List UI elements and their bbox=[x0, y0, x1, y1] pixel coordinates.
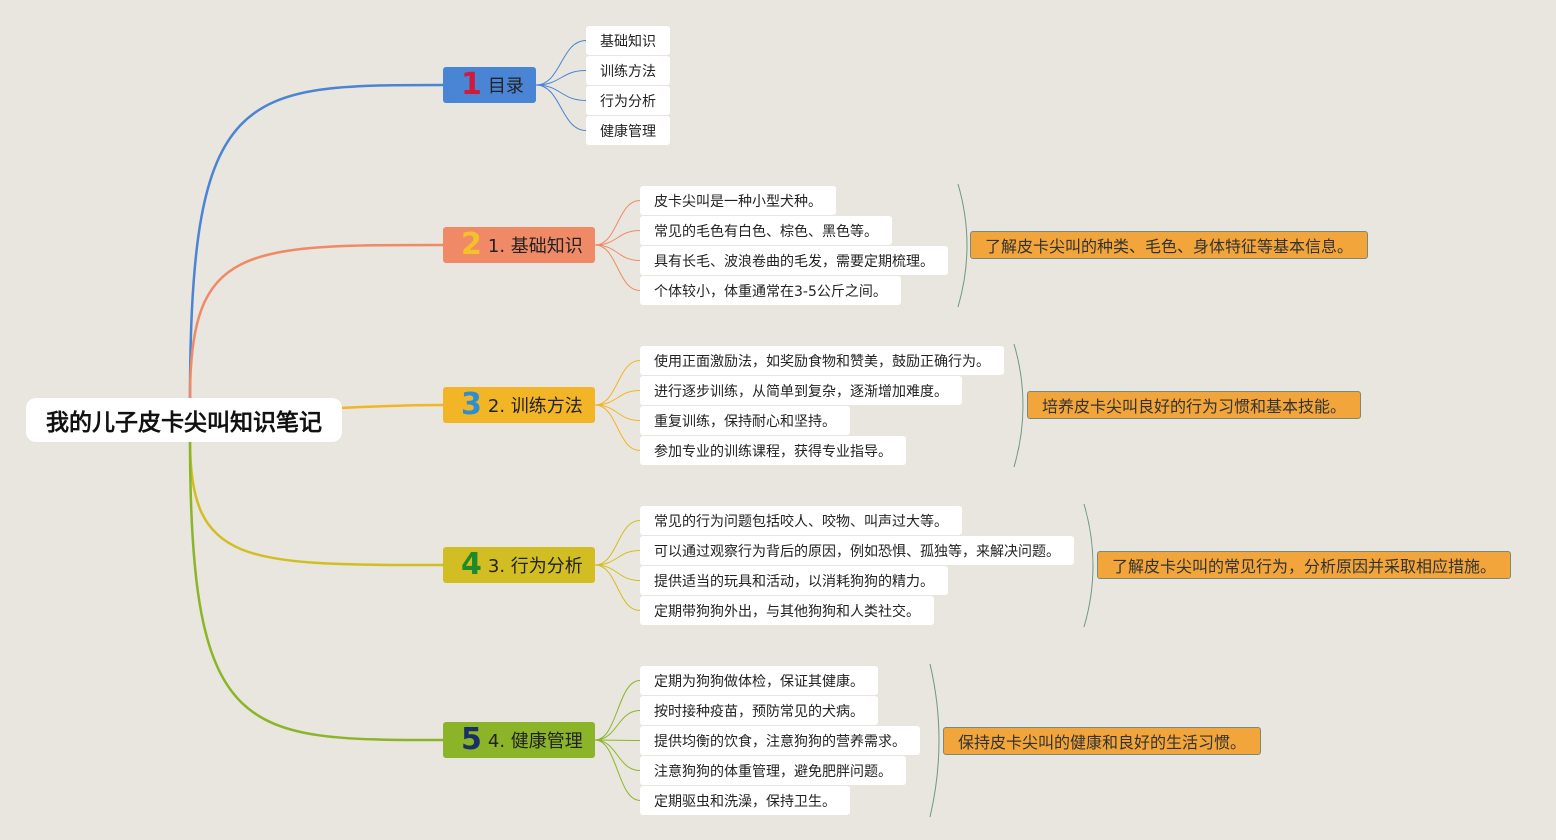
number-badge-icon: 4 bbox=[461, 547, 482, 582]
connector-line bbox=[535, 84, 587, 131]
summary-topic[interactable]: 保持皮卡尖叫的健康和良好的生活习惯。 bbox=[943, 727, 1262, 755]
connector-line bbox=[594, 680, 641, 741]
leaf-label: 具有长毛、波浪卷曲的毛发，需要定期梳理。 bbox=[654, 253, 934, 270]
connector-line bbox=[594, 520, 641, 566]
leaf-topic[interactable]: 具有长毛、波浪卷曲的毛发，需要定期梳理。 bbox=[640, 246, 948, 275]
number-badge-icon: 2 bbox=[461, 227, 482, 262]
connector-line bbox=[535, 40, 587, 86]
leaf-label: 可以通过观察行为背后的原因，例如恐惧、孤独等，来解决问题。 bbox=[654, 543, 1060, 560]
branch-label: 目录 bbox=[487, 76, 524, 97]
connector-line bbox=[594, 739, 641, 741]
connector-line bbox=[594, 710, 641, 741]
leaf-topic[interactable]: 常见的行为问题包括咬人、咬物、叫声过大等。 bbox=[640, 506, 962, 535]
connector-line bbox=[535, 84, 587, 101]
connector-line bbox=[594, 550, 641, 566]
connector-line bbox=[594, 360, 641, 406]
connector-line bbox=[594, 739, 641, 801]
connector-line bbox=[594, 390, 641, 406]
connector-line bbox=[1083, 503, 1094, 628]
leaf-topic[interactable]: 训练方法 bbox=[586, 56, 670, 85]
leaf-topic[interactable]: 使用正面激励法，如奖励食物和赞美，鼓励正确行为。 bbox=[640, 346, 1004, 375]
summary-label: 培养皮卡尖叫良好的行为习惯和基本技能。 bbox=[1042, 397, 1347, 416]
branch-topic-behavior[interactable]: 4 3. 行为分析 bbox=[443, 547, 595, 583]
number-badge-icon: 5 bbox=[461, 722, 482, 757]
leaf-label: 提供适当的玩具和活动，以消耗狗狗的精力。 bbox=[654, 573, 934, 590]
leaf-topic[interactable]: 基础知识 bbox=[586, 26, 670, 55]
connector-line bbox=[594, 564, 641, 611]
leaf-label: 使用正面激励法，如奖励食物和赞美，鼓励正确行为。 bbox=[654, 353, 990, 370]
leaf-topic[interactable]: 皮卡尖叫是一种小型犬种。 bbox=[640, 186, 836, 215]
leaf-topic[interactable]: 参加专业的训练课程，获得专业指导。 bbox=[640, 436, 906, 465]
summary-topic[interactable]: 了解皮卡尖叫的种类、毛色、身体特征等基本信息。 bbox=[970, 231, 1369, 259]
leaf-label: 皮卡尖叫是一种小型犬种。 bbox=[654, 193, 822, 210]
leaf-topic[interactable]: 按时接种疫苗，预防常见的犬病。 bbox=[640, 696, 878, 725]
leaf-label: 进行逐步训练，从简单到复杂，逐渐增加难度。 bbox=[654, 383, 948, 400]
number-badge-icon: 3 bbox=[461, 387, 482, 422]
root-topic[interactable]: 我的儿子皮卡尖叫知识笔记 bbox=[26, 398, 342, 442]
leaf-label: 参加专业的训练课程，获得专业指导。 bbox=[654, 443, 892, 460]
branch-topic-health[interactable]: 5 4. 健康管理 bbox=[443, 722, 595, 758]
connector-line bbox=[594, 244, 641, 261]
branch-topic-basics[interactable]: 2 1. 基础知识 bbox=[443, 227, 595, 263]
summary-topic[interactable]: 了解皮卡尖叫的常见行为，分析原因并采取相应措施。 bbox=[1097, 551, 1512, 579]
connector-line bbox=[594, 230, 641, 246]
leaf-topic[interactable]: 提供均衡的饮食，注意狗狗的营养需求。 bbox=[640, 726, 920, 755]
connector-line bbox=[339, 403, 444, 410]
branch-topic-training[interactable]: 3 2. 训练方法 bbox=[443, 387, 595, 423]
number-badge-icon: 1 bbox=[461, 67, 482, 102]
leaf-topic[interactable]: 可以通过观察行为背后的原因，例如恐惧、孤独等，来解决问题。 bbox=[640, 536, 1074, 565]
connector-line bbox=[535, 70, 587, 86]
leaf-label: 健康管理 bbox=[600, 123, 656, 140]
leaf-topic[interactable]: 进行逐步训练，从简单到复杂，逐渐增加难度。 bbox=[640, 376, 962, 405]
leaf-label: 常见的行为问题包括咬人、咬物、叫声过大等。 bbox=[654, 513, 948, 530]
leaf-topic[interactable]: 注意狗狗的体重管理，避免肥胖问题。 bbox=[640, 756, 906, 785]
leaf-topic[interactable]: 健康管理 bbox=[586, 116, 670, 145]
leaf-label: 训练方法 bbox=[600, 63, 656, 80]
summary-label: 了解皮卡尖叫的种类、毛色、身体特征等基本信息。 bbox=[985, 237, 1354, 256]
leaf-label: 提供均衡的饮食，注意狗狗的营养需求。 bbox=[654, 733, 906, 750]
connector-line bbox=[188, 83, 444, 399]
connector-line bbox=[929, 663, 940, 818]
leaf-label: 定期带狗狗外出，与其他狗狗和人类社交。 bbox=[654, 603, 920, 620]
branch-label: 2. 训练方法 bbox=[487, 396, 583, 417]
leaf-topic[interactable]: 提供适当的玩具和活动，以消耗狗狗的精力。 bbox=[640, 566, 948, 595]
leaf-label: 个体较小，体重通常在3-5公斤之间。 bbox=[654, 283, 887, 300]
connector-line bbox=[188, 439, 444, 742]
leaf-topic[interactable]: 定期为狗狗做体检，保证其健康。 bbox=[640, 666, 878, 695]
summary-label: 保持皮卡尖叫的健康和良好的生活习惯。 bbox=[958, 733, 1247, 752]
branch-label: 1. 基础知识 bbox=[487, 236, 583, 257]
root-topic-label: 我的儿子皮卡尖叫知识笔记 bbox=[46, 410, 322, 436]
connector-line bbox=[594, 739, 641, 771]
connector-line bbox=[188, 243, 444, 399]
connector-line bbox=[594, 404, 641, 421]
connector-line bbox=[957, 183, 968, 308]
connector-line bbox=[594, 244, 641, 291]
leaf-label: 按时接种疫苗，预防常见的犬病。 bbox=[654, 703, 864, 720]
branch-topic-toc[interactable]: 1 目录 bbox=[443, 67, 536, 103]
leaf-label: 行为分析 bbox=[600, 93, 656, 110]
branch-label: 3. 行为分析 bbox=[487, 556, 583, 577]
connector-line bbox=[1013, 343, 1024, 468]
leaf-topic[interactable]: 定期带狗狗外出，与其他狗狗和人类社交。 bbox=[640, 596, 934, 625]
leaf-topic[interactable]: 定期驱虫和洗澡，保持卫生。 bbox=[640, 786, 850, 815]
leaf-label: 定期为狗狗做体检，保证其健康。 bbox=[654, 673, 864, 690]
branch-label: 4. 健康管理 bbox=[487, 731, 583, 752]
leaf-topic[interactable]: 常见的毛色有白色、棕色、黑色等。 bbox=[640, 216, 892, 245]
summary-topic[interactable]: 培养皮卡尖叫良好的行为习惯和基本技能。 bbox=[1027, 391, 1362, 419]
connector-line bbox=[594, 200, 641, 246]
leaf-topic[interactable]: 行为分析 bbox=[586, 86, 670, 115]
leaf-topic[interactable]: 个体较小，体重通常在3-5公斤之间。 bbox=[640, 276, 901, 305]
leaf-topic[interactable]: 重复训练，保持耐心和坚持。 bbox=[640, 406, 850, 435]
connector-line bbox=[594, 564, 641, 581]
leaf-label: 重复训练，保持耐心和坚持。 bbox=[654, 413, 836, 430]
leaf-label: 定期驱虫和洗澡，保持卫生。 bbox=[654, 793, 836, 810]
connector-line bbox=[594, 404, 641, 451]
summary-label: 了解皮卡尖叫的常见行为，分析原因并采取相应措施。 bbox=[1112, 557, 1497, 576]
leaf-label: 基础知识 bbox=[600, 33, 656, 50]
leaf-label: 常见的毛色有白色、棕色、黑色等。 bbox=[654, 223, 878, 240]
connector-line bbox=[188, 439, 444, 567]
leaf-label: 注意狗狗的体重管理，避免肥胖问题。 bbox=[654, 763, 892, 780]
